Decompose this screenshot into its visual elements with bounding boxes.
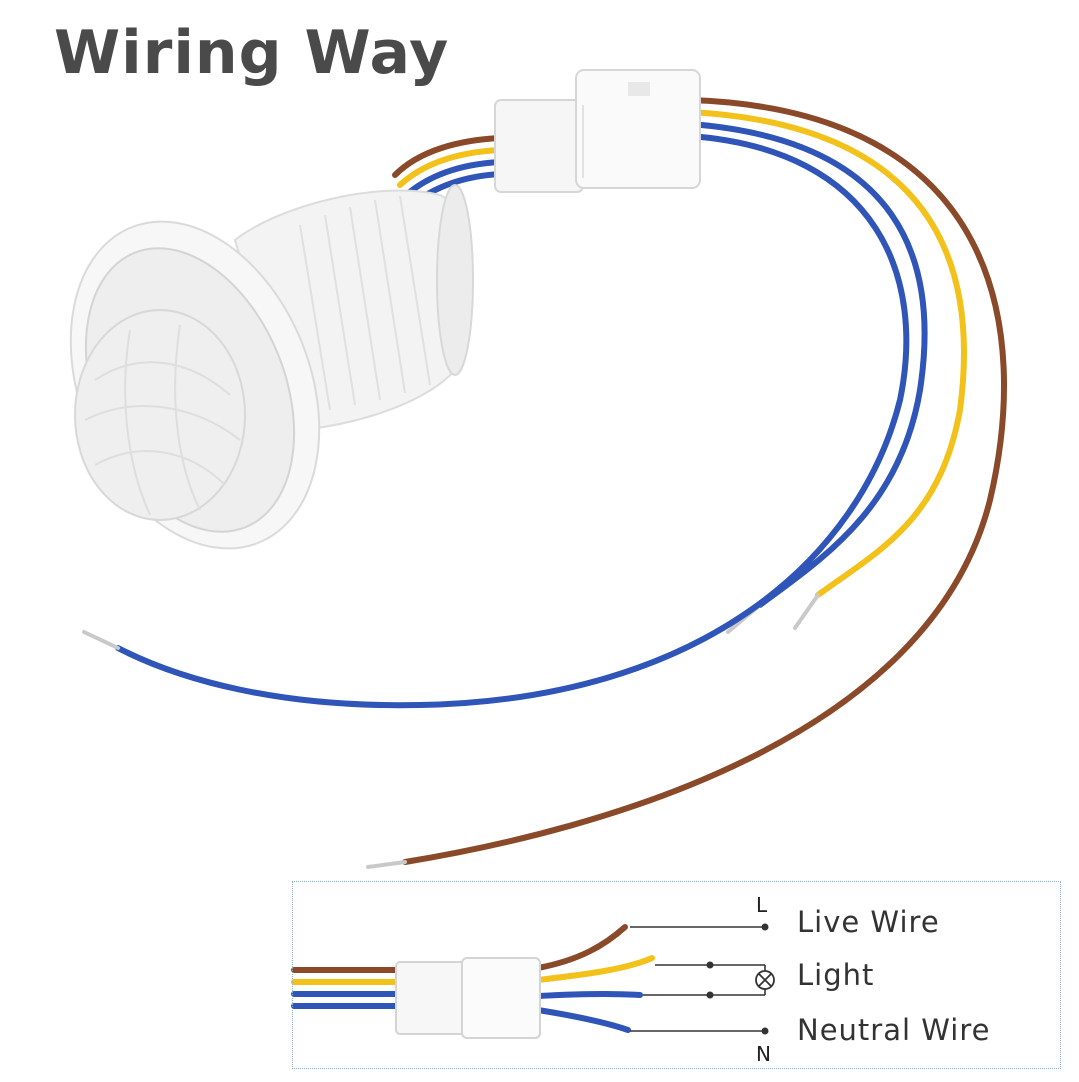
terminal-neutral-label: N — [756, 1042, 771, 1066]
page-title: Wiring Way — [54, 18, 450, 88]
neutral-wire-label: Neutral Wire — [797, 1013, 991, 1047]
brown-wire-tip — [366, 860, 407, 869]
yellow-wire-tip — [793, 593, 820, 630]
connector — [494, 69, 701, 193]
blue-wire-short — [687, 121, 928, 608]
diagram-wires — [291, 924, 655, 1033]
sensor-housing — [69, 184, 474, 550]
terminal-live-label: L — [756, 893, 768, 917]
circuit-lines — [630, 926, 766, 1032]
brown-wire — [402, 97, 1007, 865]
blue-wire-long-tip — [82, 630, 120, 650]
blue-wire-long — [115, 133, 910, 709]
circuit-dots — [706, 923, 769, 1035]
light-label: Light — [797, 958, 875, 992]
lamp-symbol-icon — [755, 970, 775, 990]
wires — [82, 97, 1007, 869]
yellow-wire — [687, 109, 967, 598]
live-wire-label: Live Wire — [797, 905, 940, 939]
wiring-diagram-box — [292, 881, 1061, 1069]
diagram-connector — [395, 957, 541, 1039]
